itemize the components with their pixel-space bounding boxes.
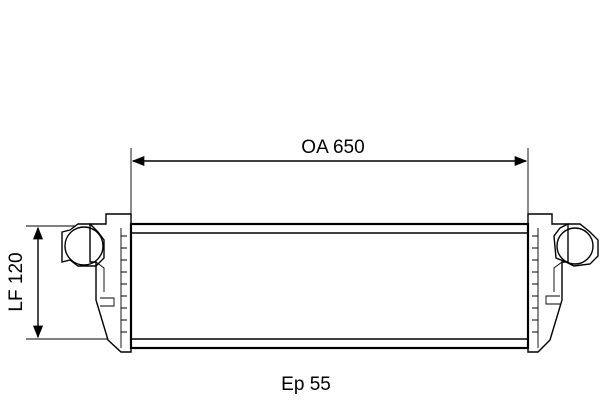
left-pipe-outlet	[64, 226, 104, 266]
right-tank-ribs	[532, 235, 538, 333]
core-height-label: LF 120	[6, 252, 27, 311]
left-pipe-connection	[61, 223, 105, 267]
left-end-tank	[61, 213, 132, 353]
right-tank-neck	[553, 261, 563, 292]
thickness-label: Ep 55	[281, 374, 331, 395]
left-tank-ribs	[121, 235, 127, 333]
core-height-dimension: LF 120	[6, 225, 108, 340]
left-tank-bracket	[100, 297, 115, 307]
right-pipe-connection	[553, 223, 599, 267]
left-tank-outline	[89, 213, 132, 353]
right-tank-outline	[527, 213, 569, 353]
overall-length-dimension: OA 650	[130, 137, 529, 215]
right-pipe-outlet	[556, 227, 594, 265]
left-pipe-flange	[61, 223, 105, 267]
core-outline	[129, 222, 530, 350]
right-pipe-flange	[553, 223, 599, 267]
right-tank-bracket	[545, 295, 560, 305]
intercooler-core	[129, 222, 530, 350]
left-tank-neck	[95, 261, 105, 292]
right-end-tank	[527, 213, 599, 353]
overall-length-label: OA 650	[301, 137, 364, 158]
